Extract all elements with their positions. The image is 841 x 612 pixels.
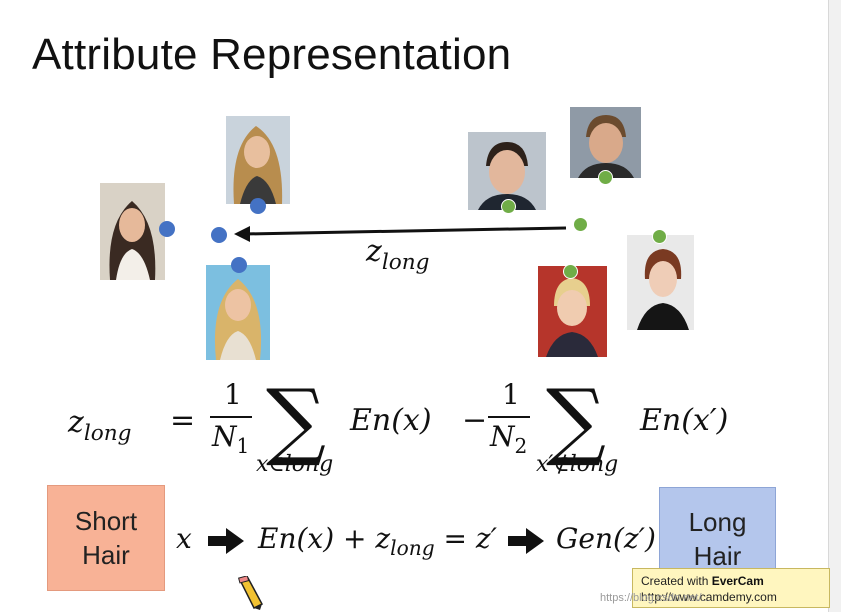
short-hair-point: [652, 229, 667, 244]
arrow-right-icon: [208, 528, 244, 554]
pencil-icon: [238, 576, 264, 610]
formula-lhs: zlong: [68, 405, 132, 446]
formula-equals: =: [170, 403, 196, 438]
face-photo-long-3: [206, 265, 270, 360]
input-x: x: [176, 522, 192, 555]
face-photo-short-1: [468, 132, 546, 210]
sum1-index: x∈long: [256, 452, 334, 477]
short-hair-point: [501, 199, 516, 214]
face-photo-long-1: [100, 183, 165, 280]
sum1-symbol: ∑: [266, 371, 326, 469]
short-hair-box: Short Hair: [47, 485, 165, 591]
long-hair-point: [250, 198, 266, 214]
short-hair-point: [598, 170, 613, 185]
arrow-right-icon: [508, 528, 544, 554]
face-photo-long-2: [226, 116, 290, 204]
sum2-symbol: ∑: [546, 371, 606, 469]
frac1-line: [210, 416, 252, 418]
frac2-numerator: 1: [502, 378, 520, 411]
encoder-expression: En(x) + zlong = z′: [258, 522, 497, 561]
frac2-denominator: N2: [490, 420, 528, 459]
face-photo-short-3: [627, 235, 694, 330]
frac1-denominator: N1: [212, 420, 250, 459]
watermark: https://blog.csdn.net/...: [600, 592, 711, 604]
term2: En(x′): [640, 403, 729, 438]
term1: En(x): [350, 403, 432, 438]
frac2-line: [488, 416, 530, 418]
short-hair-point: [563, 264, 578, 279]
long-hair-point: [159, 221, 175, 237]
face-photo-short-4: [538, 266, 607, 357]
face-photo-short-2: [570, 107, 641, 178]
arrow-label: zlong: [366, 234, 430, 275]
long-hair-point: [211, 227, 227, 243]
evercam-banner[interactable]: Created with EverCam http://www.camdemy.…: [632, 568, 830, 608]
slide-title: Attribute Representation: [32, 30, 512, 79]
formula-minus: −: [462, 403, 488, 438]
short-hair-point: [573, 217, 588, 232]
scrollbar[interactable]: [828, 0, 841, 612]
generator-expression: Gen(z′): [556, 522, 656, 555]
frac1-numerator: 1: [224, 378, 242, 411]
sum2-index: x′∉long: [536, 452, 619, 477]
long-hair-point: [231, 257, 247, 273]
